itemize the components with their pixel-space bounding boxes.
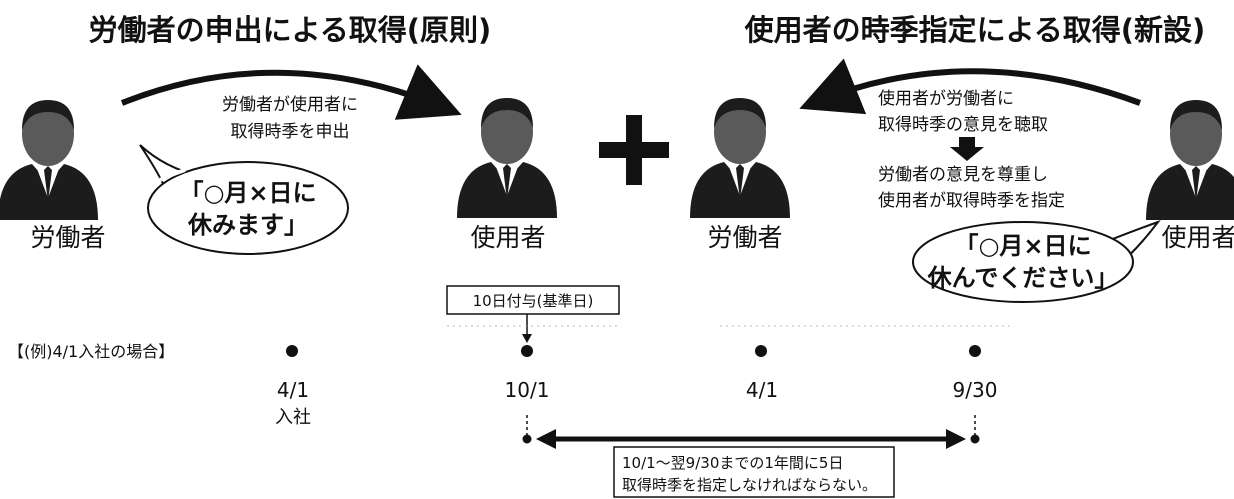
right-section-title: 使用者の時季指定による取得(新設): [744, 13, 1206, 47]
timeline-point-1: [286, 345, 298, 357]
grant-date-label: 10日付与(基準日): [473, 292, 594, 310]
period-arrow-left: [536, 429, 556, 449]
example-label: 【(例)4/1入社の場合】: [8, 342, 174, 361]
left-speech-line2: 休みます」: [187, 211, 308, 239]
timeline-date-2: 10/1: [505, 378, 550, 402]
right-speech-line1: 「○月×日に: [954, 232, 1091, 260]
period-note-line2: 取得時季を指定しなければならない。: [622, 476, 877, 494]
timeline-point-2: [521, 345, 533, 357]
right-employer-person-icon: [1146, 100, 1234, 220]
period-start-dot: [522, 434, 532, 444]
left-worker-label: 労働者: [30, 223, 105, 252]
timeline-date-3: 4/1: [746, 378, 778, 402]
period-note-box: [613, 446, 895, 498]
timeline-sub-1: 入社: [275, 407, 311, 428]
timeline-date-1: 4/1: [277, 378, 309, 402]
timeline-point-3: [755, 345, 767, 357]
right-speech-line2: 休んでください」: [927, 264, 1119, 292]
right-note-line3: 労働者の意見を尊重し: [878, 165, 1048, 185]
grant-date-box: [446, 285, 620, 315]
timeline-date-4: 9/30: [953, 378, 998, 402]
worker-person-icon: [0, 100, 98, 220]
designation-arrow: [799, 58, 1142, 115]
left-speech-bubble: [139, 144, 349, 255]
right-employer-label: 使用者: [1161, 223, 1234, 252]
period-arrow-right: [946, 429, 966, 449]
request-arrow: [120, 64, 462, 120]
timeline-point-4: [969, 345, 981, 357]
plus-icon: [599, 115, 669, 185]
right-worker-person-icon: [690, 98, 790, 218]
left-section-title: 労働者の申出による取得(原則): [89, 13, 492, 47]
left-employer-label: 使用者: [470, 223, 545, 252]
left-speech-line1: 「○月×日に: [179, 179, 316, 207]
left-arrow-note-line1: 労働者が使用者に: [222, 94, 358, 115]
grant-date-pointer-head: [522, 334, 532, 343]
right-worker-label: 労働者: [707, 223, 782, 252]
period-note-line1: 10/1～翌9/30までの1年間に5日: [622, 454, 843, 472]
down-arrow-icon: [950, 137, 984, 161]
employer-person-icon: [457, 98, 557, 218]
period-end-dot: [970, 434, 980, 444]
right-note-line1: 使用者が労働者に: [878, 88, 1014, 109]
right-speech-bubble: [912, 219, 1161, 303]
right-note-line2: 取得時季の意見を聴取: [878, 115, 1048, 135]
right-note-line4: 使用者が取得時季を指定: [878, 190, 1065, 211]
left-arrow-note-line2: 取得時季を申出: [231, 122, 350, 142]
